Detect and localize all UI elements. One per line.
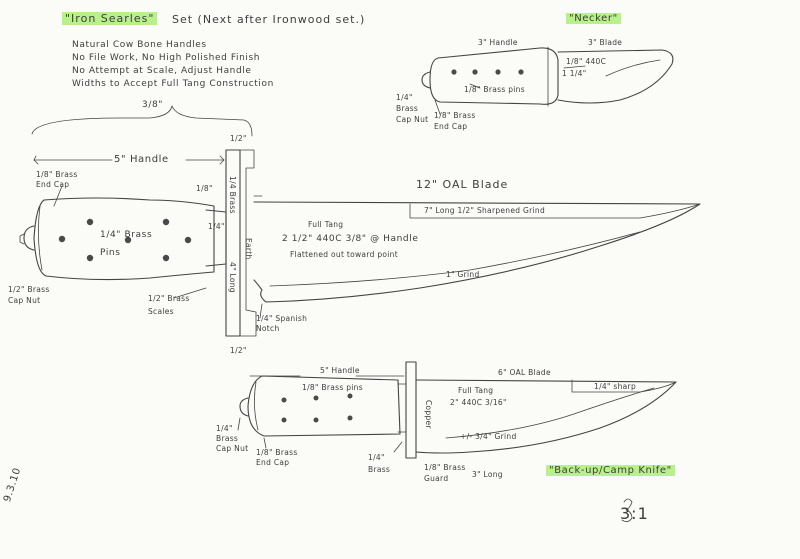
backup-guard: 1/8" Brass Guard	[424, 463, 466, 483]
backup-blade-title: 6" OAL Blade	[498, 368, 551, 377]
backup-pins: 1/8" Brass pins	[302, 383, 363, 392]
large-guard-bottom: 1/2"	[230, 346, 247, 355]
large-pins: 1/4" Brass Pins	[100, 230, 153, 258]
note-line-2: No File Work, No High Polished Finish	[72, 53, 261, 63]
large-guard-brass: 1/4 Brass	[228, 176, 237, 214]
backup-end-cap: 1/8" Brass End Cap	[256, 448, 298, 467]
large-tang: Full Tang	[308, 220, 344, 229]
necker-steel: 1/8" 440C	[566, 57, 607, 66]
backup-grind: +/- 3/4" Grind	[460, 432, 517, 441]
sheet-scale: 3:1	[620, 504, 649, 523]
necker-blade-label: 3" Blade	[588, 38, 623, 47]
set-title-highlight: "Iron Searles"	[62, 12, 158, 25]
necker-width: 1 1/4"	[562, 69, 587, 78]
backup-title: "Back-up/Camp Knife"	[546, 465, 675, 476]
large-taper: Flattened out toward point	[290, 250, 398, 259]
backup-knife-drawing	[237, 361, 677, 459]
backup-tang: Full Tang	[458, 386, 494, 395]
set-title: "Iron Searles"	[62, 12, 158, 25]
backup-guard-thick: 1/4" Brass	[368, 453, 391, 474]
note-line-1: Natural Cow Bone Handles	[72, 40, 207, 50]
large-sharpened: 7" Long 1/2" Sharpened Grind	[424, 206, 546, 215]
note-line-4: Widths to Accept Full Tang Construction	[72, 79, 274, 89]
backup-guard-long: 3" Long	[472, 470, 503, 479]
necker-drawing	[421, 46, 674, 115]
necker-handle-label: 3" Handle	[478, 38, 518, 47]
backup-tang-spec: 2" 440C 3/16"	[450, 398, 507, 407]
large-knife-drawing	[19, 105, 701, 337]
large-end-cap: 1/8" Brass End Cap	[36, 170, 78, 189]
necker-cap-nut: 1/4" Brass Cap Nut	[396, 93, 429, 124]
large-overall-handle: 3/8"	[142, 100, 164, 110]
backup-handle-length: 5" Handle	[320, 366, 360, 375]
large-scales: 1/2" Brass Scales	[148, 294, 190, 316]
large-guard-earth: Earth	[244, 238, 253, 260]
note-line-3: No Attempt at Scale, Adjust Handle	[72, 66, 252, 76]
large-guard-top: 1/2"	[230, 134, 247, 143]
large-cap-nut: 1/2" Brass Cap Nut	[8, 285, 50, 305]
necker-pins: 1/8" Brass pins	[464, 85, 525, 94]
large-guard-long: 4" Long	[228, 262, 237, 293]
set-subtitle: Set (Next after Ironwood set.)	[172, 13, 366, 26]
necker-title-highlight: "Necker"	[566, 13, 621, 24]
backup-cap-nut: 1/4" Brass Cap Nut	[216, 424, 249, 453]
backup-sharp: 1/4" sharp	[594, 382, 637, 391]
large-handle-length: 5" Handle	[114, 154, 169, 165]
large-grind: 1" Grind	[446, 270, 480, 279]
backup-guard-vertical: Copper	[424, 400, 433, 429]
large-tang-spec: 2 1/2" 440C 3/8" @ Handle	[282, 234, 419, 244]
large-blade-title: 12" OAL Blade	[416, 178, 509, 191]
large-notch: 1/4" Spanish Notch	[256, 314, 308, 333]
large-guard-side: 1/8"	[196, 184, 213, 193]
large-guard-inner: 1/4"	[208, 222, 225, 231]
backup-title-highlight: "Back-up/Camp Knife"	[546, 465, 675, 476]
necker-end-cap: 1/8" Brass End Cap	[434, 111, 476, 131]
necker-title: "Necker"	[566, 13, 621, 24]
